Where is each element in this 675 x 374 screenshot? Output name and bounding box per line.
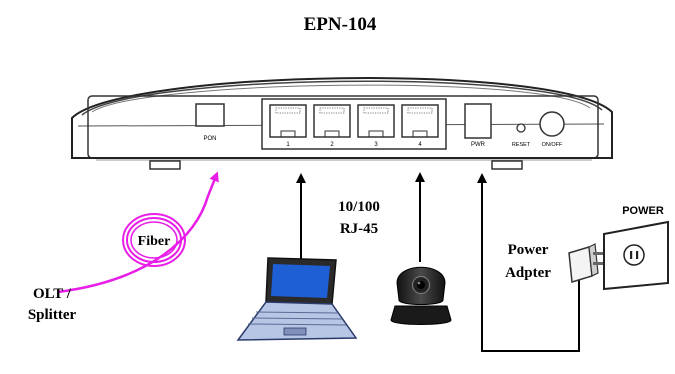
lan-port-4-label: 4 xyxy=(418,142,422,148)
laptop-icon xyxy=(236,257,358,341)
outlet-label: POWER xyxy=(622,205,664,217)
pon-port-label: PON xyxy=(203,136,216,142)
power-outlet-icon xyxy=(603,220,669,291)
reset-button xyxy=(516,123,526,133)
diagram-title: EPN-104 xyxy=(304,14,377,35)
lan-port-3 xyxy=(357,104,395,138)
power-adapter-label-line1: Power xyxy=(508,242,549,258)
reset-label: RESET xyxy=(512,142,531,148)
fiber-label: Fiber xyxy=(138,234,171,249)
ip-camera-icon xyxy=(390,266,452,325)
lan-port-1 xyxy=(269,104,307,138)
power-adapter-label-line2: Adpter xyxy=(505,265,551,281)
pon-port xyxy=(195,103,225,127)
power-adapter-icon xyxy=(568,243,604,283)
lan-port-4 xyxy=(401,104,439,138)
onoff-label: ON/OFF xyxy=(542,142,563,148)
rj45-label-line2: RJ-45 xyxy=(340,221,378,237)
lan-port-2 xyxy=(313,104,351,138)
lan-port-1-label: 1 xyxy=(286,142,290,148)
power-switch xyxy=(539,111,565,137)
power-cable xyxy=(477,173,580,352)
fiber-cable xyxy=(57,171,219,294)
lan-port-3-label: 3 xyxy=(374,142,378,148)
rj45-label-line1: 10/100 xyxy=(338,199,380,215)
olt-label-line1: OLT / xyxy=(33,286,72,302)
router-device: PON 1 2 3 4 PWR RES xyxy=(71,77,613,170)
lan-port-2-label: 2 xyxy=(330,142,334,148)
pwr-port xyxy=(464,103,492,139)
pwr-port-label: PWR xyxy=(471,142,486,148)
olt-label-line2: Splitter xyxy=(28,307,77,323)
